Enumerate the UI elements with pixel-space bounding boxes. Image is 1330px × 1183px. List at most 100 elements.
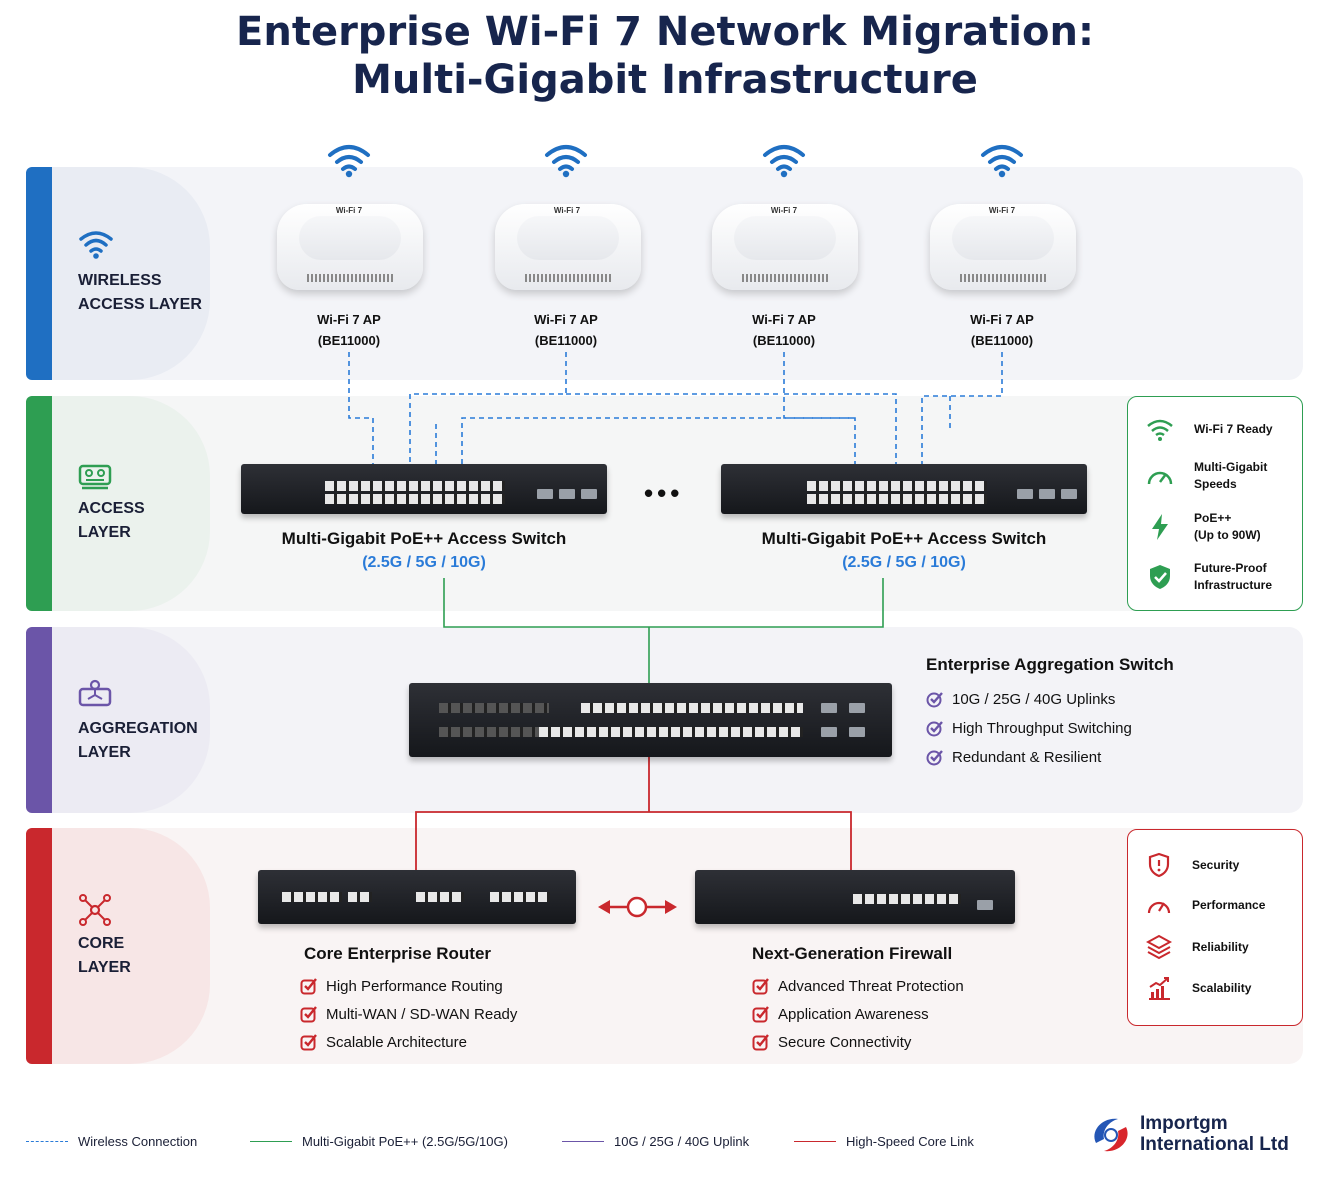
wireless-layer-band	[26, 167, 1303, 380]
ap-name: Wi-Fi 7 AP	[752, 312, 816, 327]
core-router-title: Core Enterprise Router	[304, 944, 492, 963]
feature-text: Application Awareness	[778, 1005, 929, 1023]
feature-text: Reliability	[1192, 939, 1249, 954]
legend-swatch	[562, 1141, 604, 1142]
feature-text: Secure Connectivity	[778, 1033, 912, 1051]
access-switch-2-speeds: (2.5G / 5G / 10G)	[842, 554, 966, 571]
feature-text: Performance	[1192, 897, 1266, 912]
core-layer-band	[26, 828, 1303, 1064]
ap-cover	[299, 216, 401, 260]
wireless-layer-label: WIRELESS ACCESS LAYER	[78, 272, 202, 313]
feature-text: Redundant & Resilient	[952, 748, 1102, 766]
brand-logo	[1094, 1118, 1128, 1152]
ap-name: Wi-Fi 7 AP	[317, 312, 381, 327]
ap-vent	[307, 274, 393, 282]
wireless-layer-tab	[52, 167, 210, 380]
ap-cover	[952, 216, 1054, 260]
legend-label: Multi-Gigabit PoE++ (2.5G/5G/10G)	[302, 1134, 508, 1149]
legend-poe: Multi-Gigabit PoE++ (2.5G/5G/10G)	[250, 1134, 508, 1149]
core-network-icon	[79, 894, 111, 926]
title-line-1: Enterprise Wi-Fi 7 Network Migration:	[236, 9, 1094, 55]
switch-ports	[539, 727, 803, 737]
access-switch-1-speeds: (2.5G / 5G / 10G)	[362, 554, 486, 571]
switch-ports	[439, 727, 549, 737]
wifi-signal-icon	[763, 145, 805, 178]
feature-text: Multi-Gigabit Speeds	[1194, 460, 1268, 491]
access-features-box: Wi-Fi 7 Ready Multi-Gigabit Speeds PoE++…	[1127, 396, 1303, 611]
feature-text: Security	[1192, 857, 1240, 872]
feature-performance: Performance	[1146, 893, 1265, 917]
access-switch-1-title: Multi-Gigabit PoE++ Access Switch	[281, 529, 567, 548]
core-layer-tab	[52, 828, 210, 1064]
feature-text: Scalable Architecture	[326, 1033, 467, 1051]
wifi-signal-icon	[545, 145, 587, 178]
ap-badge: Wi-Fi 7	[770, 206, 798, 215]
feature-scalability: Scalability	[1146, 975, 1251, 1001]
access-layer-tab	[52, 396, 210, 611]
wifi7-access-point[interactable]: Wi-Fi 7	[277, 196, 423, 294]
access-layer-label: ACCESS LAYER	[78, 500, 145, 541]
legend-label: 10G / 25G / 40G Uplink	[614, 1134, 750, 1149]
firewall-feature: Application Awareness	[752, 1005, 929, 1023]
access-switch-2-title: Multi-Gigabit PoE++ Access Switch	[761, 529, 1047, 548]
feature-text: Multi-WAN / SD-WAN Ready	[326, 1005, 518, 1023]
sfp-port	[1017, 489, 1033, 499]
check-icon	[752, 978, 769, 995]
feature-text: PoE++ (Up to 90W)	[1194, 511, 1261, 542]
wifi-icon	[1147, 419, 1173, 441]
feature-future-proof: Future-Proof Infrastructure	[1146, 560, 1272, 594]
aggregation-layer-label: AGGREGATION LAYER	[78, 720, 198, 761]
feature-text: Wi-Fi 7 Ready	[1194, 421, 1273, 436]
aggregation-feature: Redundant & Resilient	[926, 748, 1101, 766]
sfp-port	[821, 727, 837, 737]
sfp-port	[977, 900, 993, 910]
gauge-icon	[1147, 901, 1171, 914]
check-icon	[752, 1034, 769, 1051]
legend-swatch	[794, 1141, 836, 1142]
sfp-port	[581, 489, 597, 499]
ap-badge: Wi-Fi 7	[335, 206, 363, 215]
ap-vent	[525, 274, 611, 282]
switch-ports	[439, 703, 549, 713]
aggregation-switch[interactable]	[409, 683, 892, 757]
aggregation-layer-bar	[26, 627, 52, 813]
next-gen-firewall[interactable]	[695, 870, 1015, 924]
wifi7-access-point[interactable]: Wi-Fi 7	[930, 196, 1076, 294]
access-switch-2[interactable]	[721, 464, 1087, 514]
ap-label: Wi-Fi 7 AP(BE11000)	[269, 309, 429, 351]
router-ports	[490, 892, 550, 902]
ap-housing	[712, 204, 858, 290]
ap-model: (BE11000)	[970, 333, 1034, 348]
legend-swatch	[26, 1141, 68, 1142]
feature-text: Advanced Threat Protection	[778, 977, 964, 995]
firewall-feature: Secure Connectivity	[752, 1033, 911, 1051]
ap-vent	[742, 274, 828, 282]
legend-swatch	[250, 1141, 292, 1142]
lightning-icon	[1152, 514, 1168, 540]
wifi7-access-point[interactable]: Wi-Fi 7	[495, 196, 641, 294]
access-layer-band	[26, 396, 1303, 611]
core-router[interactable]	[258, 870, 576, 924]
ap-name: Wi-Fi 7 AP	[534, 312, 598, 327]
sfp-port	[537, 489, 553, 499]
bidirectional-arrow	[603, 896, 672, 918]
ap-label: Wi-Fi 7 AP(BE11000)	[922, 309, 1082, 351]
wireless-layer-bar	[26, 167, 52, 380]
feature-text: Future-Proof Infrastructure	[1194, 561, 1273, 592]
legend-label: Wireless Connection	[78, 1134, 198, 1149]
check-icon	[926, 721, 943, 737]
sfp-port	[1039, 489, 1055, 499]
aggregation-feature: 10G / 25G / 40G Uplinks	[926, 690, 1115, 708]
feature-text: High Throughput Switching	[952, 719, 1132, 737]
feature-wifi7-ready: Wi-Fi 7 Ready	[1146, 417, 1273, 441]
switch-ports	[807, 494, 987, 504]
access-switch-1[interactable]	[241, 464, 607, 514]
ap-model: (BE11000)	[534, 333, 598, 348]
speedometer-icon	[1147, 471, 1173, 485]
wifi7-access-point[interactable]: Wi-Fi 7	[712, 196, 858, 294]
aggregation-switch-title: Enterprise Aggregation Switch	[926, 655, 1174, 674]
ap-housing	[930, 204, 1076, 290]
ap-vent	[960, 274, 1046, 282]
page-title: Enterprise Wi-Fi 7 Network Migration: Mu…	[0, 8, 1330, 104]
